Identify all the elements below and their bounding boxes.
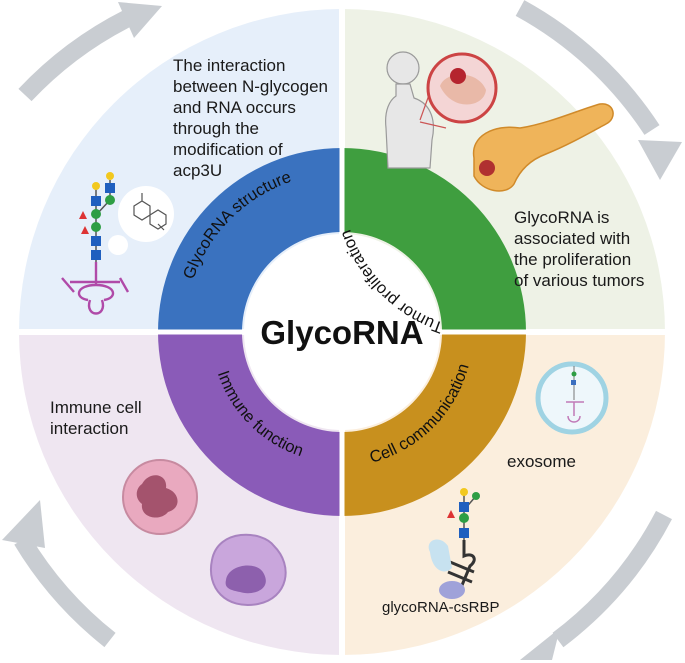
text-top-left-line: and RNA occurs xyxy=(173,98,296,117)
glycan-chain-icon xyxy=(79,172,115,262)
text-top-right-line: the proliferation xyxy=(514,250,631,269)
arrow-top-right xyxy=(515,0,660,135)
trna-icon xyxy=(61,262,130,315)
text-top-right-line: associated with xyxy=(514,229,630,248)
arrow-bottom-right xyxy=(552,510,672,648)
arrow-top-right-head xyxy=(638,140,682,180)
text-top-right: GlycoRNA is associated with the prolifer… xyxy=(514,208,644,290)
neutrophil-icon xyxy=(122,459,198,535)
human-body-icon xyxy=(385,51,435,169)
text-top-left-line: through the xyxy=(173,119,259,138)
ring-segment-top-left xyxy=(158,148,342,332)
glycorna-csrbp-label: glycoRNA-csRBP xyxy=(382,599,500,616)
ring-segment-bottom-right xyxy=(342,332,526,516)
text-bottom-left: Immune cell interaction xyxy=(50,398,142,438)
arrow-bottom-left-head xyxy=(2,500,45,548)
text-top-left: The interaction between N-glycogen and R… xyxy=(173,56,328,180)
chemical-structure-icon xyxy=(108,186,174,255)
monocyte-icon xyxy=(209,533,287,606)
exosome-label: exosome xyxy=(507,452,576,471)
center-title: GlycoRNA xyxy=(260,314,423,351)
text-top-left-line: modification of xyxy=(173,140,283,159)
arrow-bottom-left xyxy=(14,535,116,648)
glycorna-csrbp-complex-icon xyxy=(428,488,480,599)
text-bottom-left-line: Immune cell xyxy=(50,398,142,417)
arrow-top-left-head xyxy=(118,2,162,38)
text-bottom-left-line: interaction xyxy=(50,419,128,438)
text-top-left-line: The interaction xyxy=(173,56,285,75)
inner-ring xyxy=(156,146,528,518)
text-top-left-line: acp3U xyxy=(173,161,222,180)
exosome-icon xyxy=(535,361,609,435)
pancreas-tumor-icon xyxy=(472,103,614,192)
center-circle xyxy=(244,234,440,430)
arrow-top-left xyxy=(18,9,133,102)
ring-segment-bottom-left xyxy=(158,332,342,516)
text-top-right-line: GlycoRNA is xyxy=(514,208,609,227)
breast-tumor-icon xyxy=(419,52,498,129)
text-top-left-line: between N-glycogen xyxy=(173,77,328,96)
text-top-right-line: of various tumors xyxy=(514,271,644,290)
ring-segment-top-right xyxy=(342,148,526,332)
arrow-bottom-right-head xyxy=(520,628,560,660)
